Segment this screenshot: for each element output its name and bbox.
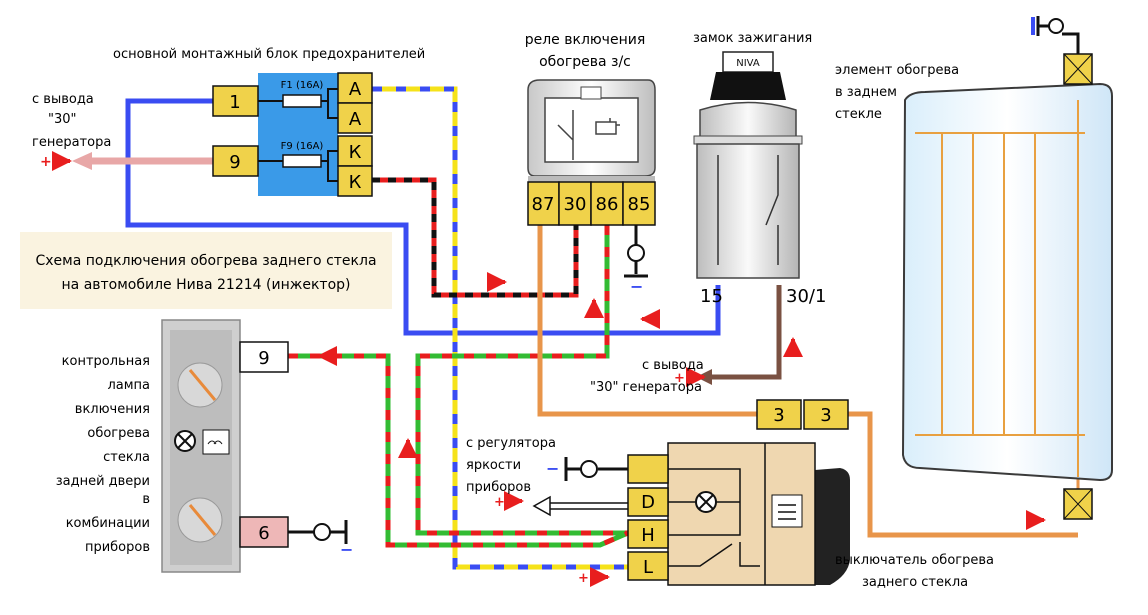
gen-left-3: генератора [32,135,111,150]
fuse-f1-label: F1 (16А) [281,80,324,91]
ignition-brand: NIVA [736,58,760,69]
connector-3b [803,399,849,430]
relay-pin-30: 30 [564,194,587,215]
title-line2: на автомобиле Нива 21214 (инжектор) [62,277,351,293]
heater-label-3: стекле [835,107,882,122]
relay: реле включения обогрева з/с 87 30 86 85 [525,32,656,226]
wire-green-red [415,225,628,536]
gen-mid-1: с вывода [642,358,704,373]
svg-text:обогрева: обогрева [87,426,150,441]
dimmer-2: яркости [466,458,521,473]
relay-pin-87: 87 [532,194,555,215]
fuse-block: 1 9 А А К К F1 (16А) F9 (16А) [212,72,373,197]
wire-green-red-2 [288,353,629,548]
svg-text:включения: включения [75,402,150,417]
title-line1: Схема подключения обогрева заднего стекл… [35,253,376,269]
svg-text:контрольная: контрольная [62,354,150,369]
fuse-f9-label: F9 (16А) [281,141,324,152]
direction-arrows [52,151,1046,587]
ignition-pin-15: 15 [700,286,723,307]
cluster-label: контрольная лампа включения обогрева сте… [56,354,150,555]
switch-pin-d: D [641,492,655,513]
fuse-pin-a2: А [349,109,362,130]
relay-ground-minus: − [630,277,643,296]
fuse-pin-k2: К [349,172,362,193]
gen-left-1: с вывода [32,92,94,107]
heater-label-2: в заднем [835,85,897,100]
instrument-cluster: 9 6 [161,319,289,573]
ignition-switch: замок зажигания NIVA 15 30/1 [693,31,826,307]
svg-text:приборов: приборов [85,540,150,555]
connector-3a [756,399,802,430]
switch-minus: − [546,459,559,478]
fuse-block-label: основной монтажный блок предохранителей [113,47,425,62]
switch-label-2: заднего стекла [862,575,968,590]
svg-text:лампа: лампа [107,378,150,393]
wire-blue [125,98,721,336]
ignition-label: замок зажигания [693,31,812,46]
svg-text:задней двери: задней двери [56,474,150,489]
connector-3b-label: 3 [820,405,831,426]
cluster-minus: − [340,540,353,559]
cluster-pin-9: 9 [258,348,269,369]
arrow-pink [72,152,92,170]
relay-pin-85: 85 [628,194,651,215]
rear-window-heater: элемент обогрева в заднем стекле [835,53,1113,520]
relay-pin-86: 86 [596,194,619,215]
svg-text:в: в [142,492,150,507]
gen-left-plus: + [40,154,52,170]
fuse-pin-k1: К [349,142,362,163]
title-box [20,232,392,309]
gen-mid-plus: + [674,371,685,386]
cluster-pin-6: 6 [258,523,269,544]
relay-label-1: реле включения [525,32,646,48]
dimmer-plus: + [494,495,505,510]
fuse-pin-9: 9 [229,152,240,173]
switch-pin-l: L [643,557,653,578]
svg-text:стекла: стекла [103,450,150,465]
switch-pin-h: H [641,525,655,546]
heater-switch: D H L [627,442,850,586]
ignition-pin-30-1: 30/1 [786,286,826,307]
switch-plus: + [578,571,589,586]
dimmer-3: приборов [466,480,531,495]
heater-grid [915,100,1085,477]
connector-3a-label: 3 [773,405,784,426]
fuse-pin-a1: А [349,79,362,100]
relay-label-2: обогрева з/с [539,54,631,70]
gen-mid-2: "30" генератора [590,380,702,395]
switch-label-1: выключатель обогрева [835,553,994,568]
dimmer-1: с регулятора [466,436,556,451]
fuse-pin-1: 1 [229,92,240,113]
gen-left-2: "30" [48,112,77,127]
heater-label-1: элемент обогрева [835,63,959,78]
wire-orange [537,225,757,417]
wire-brown [708,285,782,380]
svg-text:комбинации: комбинации [66,516,150,531]
